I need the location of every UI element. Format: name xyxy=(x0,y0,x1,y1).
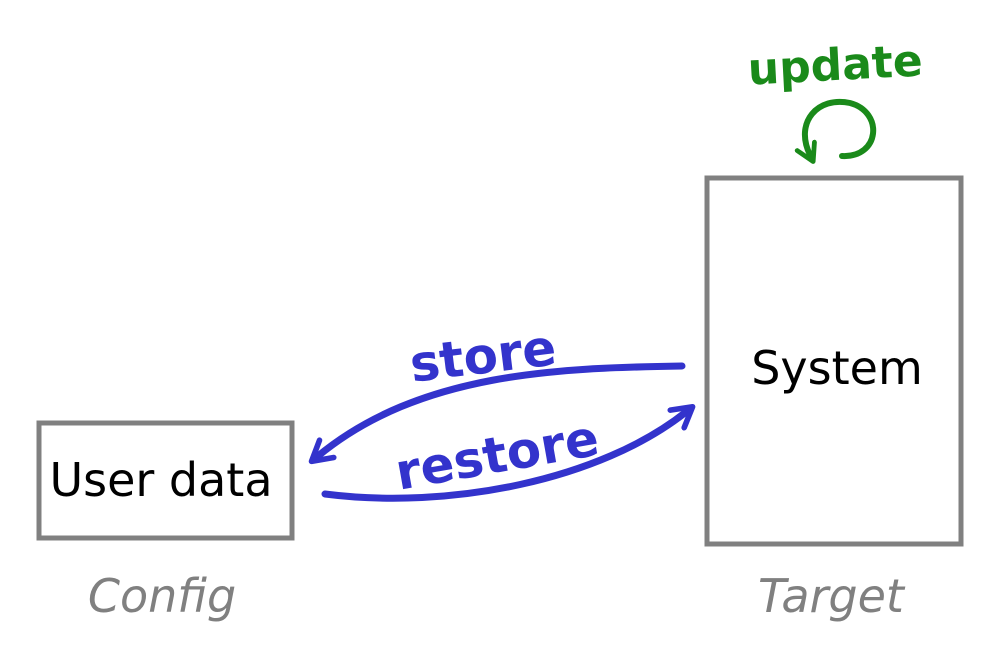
update-loop-arrow xyxy=(794,98,877,164)
update-label: update xyxy=(747,35,924,95)
system-node: System xyxy=(704,175,964,547)
store-arrow xyxy=(308,362,686,465)
store-label: store xyxy=(407,318,560,393)
target-caption: Target xyxy=(758,569,906,623)
user-data-box xyxy=(36,420,295,541)
user-data-label: User data xyxy=(49,453,272,507)
restore-arrow xyxy=(321,403,696,502)
config-caption: Config xyxy=(88,569,236,623)
system-label: System xyxy=(751,341,923,395)
user-data-node: User data xyxy=(36,420,295,541)
system-box xyxy=(704,175,964,547)
